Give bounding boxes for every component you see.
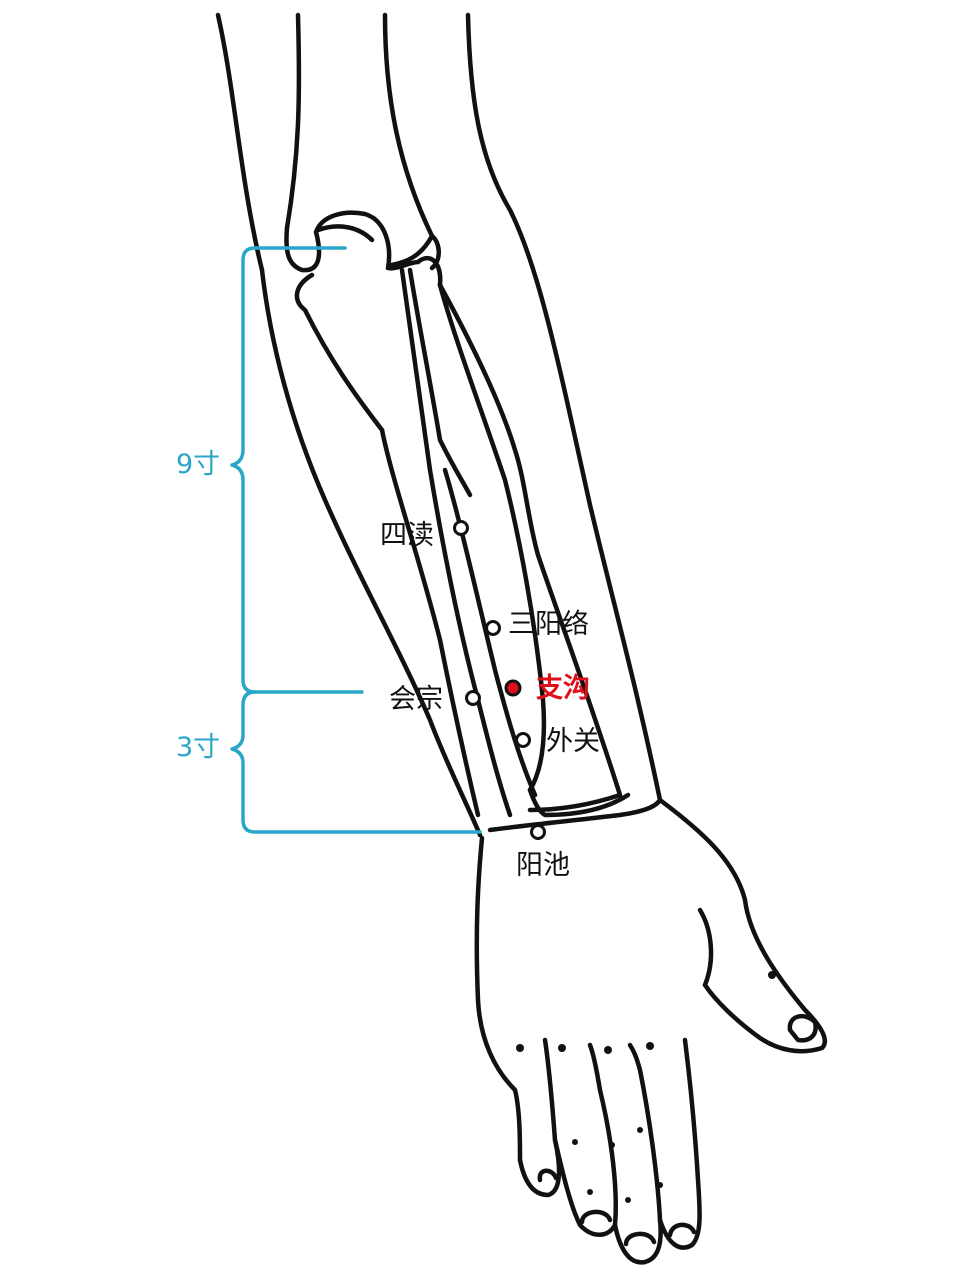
point-label-waiguan: 外关 — [546, 726, 600, 757]
radius-right — [437, 282, 623, 813]
bracket-lower — [230, 690, 482, 834]
upper-arm-inner-left — [284, 12, 302, 231]
ulna-shaft-left — [379, 427, 481, 818]
radius-top — [415, 255, 443, 288]
point-sanyangluo-marker — [485, 620, 501, 636]
bracket-upper — [230, 246, 364, 694]
finger-nail-3 — [623, 1231, 657, 1247]
upper-arm-left-edge — [215, 12, 265, 273]
point-zhigou-marker — [504, 679, 522, 697]
arm-outline — [215, 12, 828, 1265]
point-label-yangchi: 阳池 — [516, 850, 570, 881]
point-waiguan-marker — [515, 732, 531, 748]
point-yangchi-marker — [530, 824, 546, 840]
thumb-inner — [697, 907, 714, 988]
point-label-sanyangluo: 三阳络 — [508, 609, 589, 640]
radius-foot — [527, 787, 631, 818]
wrist-line — [487, 797, 663, 833]
upper-arm-right-edge — [465, 12, 663, 803]
measurement-lower-label: 3寸 — [176, 732, 221, 763]
knuckle-marks — [516, 971, 776, 1203]
finger-nail-2 — [579, 1209, 613, 1225]
point-label-sidu: 四渎 — [380, 520, 434, 551]
hand-left-edge — [474, 835, 523, 1163]
ulna-upper — [389, 233, 441, 271]
ulna-shaft-right — [399, 267, 513, 818]
ulna-head — [294, 272, 385, 433]
radius-left — [407, 267, 473, 498]
measurement-upper-label: 9寸 — [176, 449, 221, 480]
upper-arm-inner-right — [382, 12, 435, 239]
point-sidu-marker — [453, 520, 469, 536]
finger-nail-1 — [537, 1168, 559, 1183]
forearm-left-edge — [259, 267, 483, 838]
finger-4 — [657, 1037, 702, 1250]
hand-right-edge — [657, 797, 828, 1054]
finger-2 — [552, 1042, 619, 1237]
point-huizong-marker — [465, 690, 481, 706]
point-label-zhigou: 支沟 — [536, 673, 590, 704]
measurement-brackets — [230, 246, 482, 834]
thumbnail — [787, 1013, 818, 1043]
radius-inner-left — [437, 282, 547, 793]
radius-inner — [442, 467, 538, 798]
finger-nail-4 — [667, 1222, 697, 1238]
olecranon — [284, 210, 421, 273]
acupoint-markers — [453, 520, 546, 840]
point-label-huizong: 会宗 — [389, 684, 443, 715]
finger-3 — [612, 1042, 663, 1265]
finger-1 — [517, 1037, 562, 1198]
elbow-bump — [315, 224, 375, 243]
